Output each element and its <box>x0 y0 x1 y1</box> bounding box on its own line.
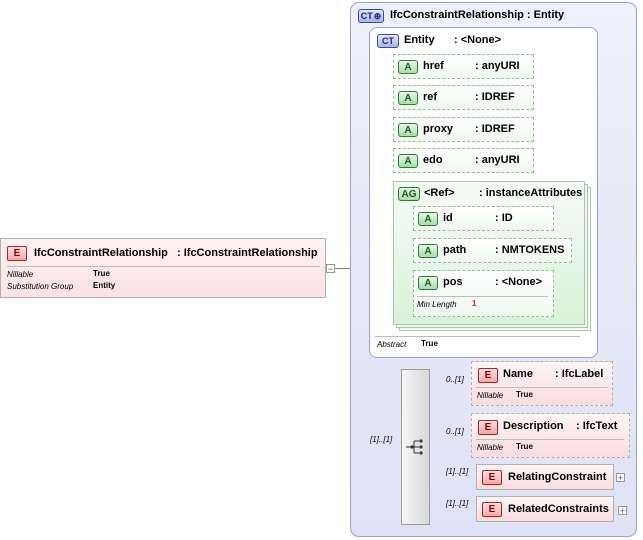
attribute-proxy[interactable]: A proxy : IDREF <box>393 117 534 142</box>
element-prop-key: Nillable <box>477 443 504 452</box>
root-prop-key-substitution: Substitution Group <box>7 282 74 291</box>
attribute-type: : ID <box>495 212 513 224</box>
complex-type-badge: CT⊕ <box>358 9 384 23</box>
expand-toggle[interactable]: + <box>616 473 625 483</box>
attribute-name: path <box>443 244 467 256</box>
abstract-value: True <box>421 339 438 348</box>
collapse-toggle[interactable]: − <box>326 264 335 274</box>
attribute-type: : anyURI <box>475 60 520 72</box>
attribute-badge: A <box>398 154 418 168</box>
attribute-name: href <box>423 60 444 72</box>
element-multiplicity: 0..[1] <box>446 375 464 384</box>
element-label: RelatedConstraints <box>508 503 609 515</box>
minus-icon: − <box>327 264 334 274</box>
attribute-badge: A <box>418 276 438 290</box>
attribute-pos[interactable]: A pos : <None> Min Length 1 <box>413 270 554 317</box>
element-badge: E <box>478 420 498 435</box>
attr-group-badge: AG <box>398 187 420 201</box>
entity-type-badge: CT <box>377 34 399 48</box>
root-prop-value-substitution: Entity <box>93 281 116 290</box>
ct-expand-icon: ⊕ <box>373 10 382 21</box>
entity-divider <box>375 336 580 337</box>
element-prop-key: Nillable <box>477 391 504 400</box>
sequence-icon <box>406 439 423 455</box>
element-related-constraints[interactable]: E RelatedConstraints <box>476 496 614 522</box>
element-divider <box>476 387 607 388</box>
element-label: Description <box>503 420 564 432</box>
element-divider <box>476 439 624 440</box>
element-badge: E <box>478 368 498 383</box>
attribute-name: edo <box>423 154 443 166</box>
element-badge: E <box>482 502 502 517</box>
pos-prop-key: Min Length <box>417 300 457 309</box>
sequence-multiplicity: [1]..[1] <box>370 435 393 444</box>
element-multiplicity: [1]..[1] <box>446 467 469 476</box>
attribute-badge: A <box>418 212 438 226</box>
element-multiplicity: [1]..[1] <box>446 499 469 508</box>
attribute-badge: A <box>418 244 438 258</box>
attribute-type: : anyURI <box>475 154 520 166</box>
element-description[interactable]: E Description : IfcText Nillable True <box>471 413 630 458</box>
element-type: : IfcText <box>576 420 618 432</box>
attribute-type: : IDREF <box>475 91 515 103</box>
element-multiplicity: 0..[1] <box>446 427 464 436</box>
element-prop-value: True <box>516 390 533 399</box>
element-relating-constraint[interactable]: E RelatingConstraint <box>476 464 614 490</box>
root-element-name: IfcConstraintRelationship <box>34 247 168 259</box>
entity-type-name: Entity <box>404 34 435 46</box>
element-label: RelatingConstraint <box>508 471 607 483</box>
expand-toggle[interactable]: + <box>618 506 627 516</box>
element-badge: E <box>7 246 27 261</box>
element-badge: E <box>482 470 502 485</box>
element-name[interactable]: E Name : IfcLabel Nillable True <box>471 361 613 406</box>
attribute-name: ref <box>423 91 438 103</box>
attribute-badge: A <box>398 123 418 137</box>
element-prop-value: True <box>516 442 533 451</box>
attr-group-type: : instanceAttributes <box>479 187 583 199</box>
attribute-href[interactable]: A href : anyURI <box>393 54 534 79</box>
element-label: Name <box>503 368 533 380</box>
attribute-path[interactable]: A path : NMTOKENS <box>413 238 572 263</box>
root-element[interactable]: E IfcConstraintRelationship : IfcConstra… <box>0 238 326 298</box>
root-prop-key-nillable: Nillable <box>7 270 34 279</box>
element-type: : IfcLabel <box>555 368 604 380</box>
complex-type-title: IfcConstraintRelationship : Entity <box>390 9 565 21</box>
attribute-badge: A <box>398 91 418 105</box>
pos-divider <box>417 296 548 297</box>
connector-root-to-ct <box>325 268 363 269</box>
root-element-type: : IfcConstraintRelationship <box>177 247 318 259</box>
pos-prop-value: 1 <box>472 299 477 308</box>
attribute-type: : <None> <box>495 276 543 288</box>
root-divider <box>7 266 320 267</box>
attribute-ref[interactable]: A ref : IDREF <box>393 85 534 110</box>
attribute-name: pos <box>443 276 463 288</box>
entity-type-type: : <None> <box>454 34 502 46</box>
attribute-type: : IDREF <box>475 123 515 135</box>
attribute-type: : NMTOKENS <box>495 244 565 256</box>
attribute-edo[interactable]: A edo : anyURI <box>393 148 534 173</box>
attribute-name: proxy <box>423 123 453 135</box>
attribute-name: id <box>443 212 453 224</box>
sequence-compositor[interactable] <box>401 369 430 525</box>
attribute-badge: A <box>398 60 418 74</box>
root-prop-value-nillable: True <box>93 269 110 278</box>
attr-group-name: <Ref> <box>424 187 455 199</box>
abstract-key: Abstract <box>377 340 407 349</box>
attribute-id[interactable]: A id : ID <box>413 206 554 231</box>
